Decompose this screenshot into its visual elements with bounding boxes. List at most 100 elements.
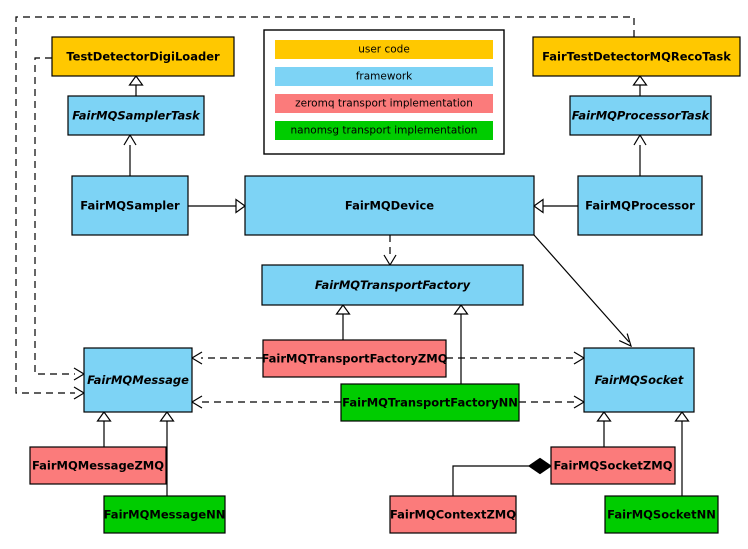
open-arrowhead [383,254,397,267]
edge-socketnn-socket [674,410,690,496]
edge-digiloader-samplertask [128,74,144,96]
node-label: FairMQSamplerTask [72,109,201,123]
open-arrowhead [73,367,86,381]
legend-item-framework: framework [275,67,493,86]
node-label: FairMQMessageNN [104,508,226,522]
node-FairTestDetectorMQRecoTask[interactable]: FairTestDetectorMQRecoTask [532,36,741,77]
node-label: FairMQSocketNN [607,508,716,522]
node-label: FairMQProcessor [585,199,695,213]
node-label: FairMQTransportFactory [315,278,471,292]
node-FairMQSamplerTask[interactable]: FairMQSamplerTask [67,95,205,136]
node-TestDetectorDigiLoader[interactable]: TestDetectorDigiLoader [51,36,235,77]
node-box[interactable] [262,339,447,378]
edge-messagezmq-message [96,410,112,447]
edge-socketzmq-contextzmq [452,457,553,496]
node-FairMQContextZMQ[interactable]: FairMQContextZMQ [389,495,517,534]
legend-item-nanomsg: nanomsg transport implementation [275,121,493,140]
node-box[interactable] [577,175,703,236]
legend-item-zeromq: zeromq transport implementation [275,94,493,113]
node-label: FairMQContextZMQ [390,508,516,522]
node-box[interactable] [532,36,741,77]
node-box[interactable] [67,95,205,136]
node-FairMQTransportFactoryZMQ[interactable]: FairMQTransportFactoryZMQ [261,339,448,378]
node-box[interactable] [29,446,167,485]
node-box[interactable] [340,383,520,422]
edge-sampler-samplertask [123,133,137,176]
node-box[interactable] [71,175,189,236]
legend-swatch [275,121,493,140]
legend-swatch [275,67,493,86]
node-box[interactable] [583,347,695,413]
node-label: FairMQDevice [345,199,434,213]
node-FairMQTransportFactory[interactable]: FairMQTransportFactory [261,264,524,306]
edge-tfnn-socket [519,395,586,409]
node-FairMQDevice[interactable]: FairMQDevice [244,175,535,236]
node-box[interactable] [261,264,524,306]
hollow-triangle-arrowhead [632,74,648,86]
node-label: FairMQSampler [80,199,180,213]
filled-diamond-arrowhead [527,457,553,475]
node-box[interactable] [103,495,226,534]
open-arrowhead [123,133,137,146]
edge-tfnn-message [190,395,341,409]
legend-swatch [275,40,493,59]
hollow-triangle-arrowhead [159,410,175,422]
open-arrowhead [573,351,586,365]
node-FairMQSocket[interactable]: FairMQSocket [583,347,695,413]
edge-line [533,234,630,343]
edge-tfzmq-transportfactory [335,303,351,340]
edge-device-socket [533,234,632,348]
edge-layer [15,16,690,496]
node-box[interactable] [550,446,676,485]
node-FairMQMessageZMQ[interactable]: FairMQMessageZMQ [29,446,167,485]
open-arrowhead [618,333,632,348]
node-label: FairMQProcessorTask [572,109,711,123]
node-FairMQMessageNN[interactable]: FairMQMessageNN [103,495,226,534]
legend: user code framework zeromq transport imple… [263,29,505,155]
edge-messagenn-message [159,410,175,496]
legend-label: nanomsg transport implementation [291,125,478,137]
legend-label: framework [356,71,413,83]
node-label: FairTestDetectorMQRecoTask [542,50,731,64]
hollow-triangle-arrowhead [453,303,469,315]
hollow-triangle-arrowhead [596,410,612,422]
node-FairMQProcessorTask[interactable]: FairMQProcessorTask [569,95,712,136]
node-FairMQSocketZMQ[interactable]: FairMQSocketZMQ [550,446,676,485]
open-arrowhead [190,351,203,365]
node-label: FairMQTransportFactoryZMQ [261,352,447,366]
node-FairMQProcessor[interactable]: FairMQProcessor [577,175,703,236]
hollow-triangle-arrowhead [532,198,544,214]
edge-line [15,16,635,394]
hollow-triangle-arrowhead [674,410,690,422]
edge-recotask-processortask [632,74,648,96]
hollow-triangle-arrowhead [235,198,247,214]
node-box[interactable] [569,95,712,136]
node-FairMQSocketNN[interactable]: FairMQSocketNN [604,495,719,534]
edge-tfzmq-socket [446,351,586,365]
node-label: TestDetectorDigiLoader [66,50,220,64]
hollow-triangle-arrowhead [335,303,351,315]
edge-processor-processortask [633,133,647,176]
edge-line [452,465,529,496]
node-box[interactable] [389,495,517,534]
node-FairMQTransportFactoryNN[interactable]: FairMQTransportFactoryNN [340,383,520,422]
legend-item-user_code: user code [275,40,493,59]
edge-tfnn-transportfactory [453,303,469,384]
edge-sampler-device [188,198,247,214]
legend-label: user code [358,44,410,56]
node-box[interactable] [244,175,535,236]
legend-swatch [275,94,493,113]
edge-socketzmq-socket [596,410,612,447]
node-box[interactable] [604,495,719,534]
node-box[interactable] [83,347,193,413]
node-box[interactable] [51,36,235,77]
legend-layer: user code framework zeromq transport imple… [263,29,505,155]
node-FairMQSampler[interactable]: FairMQSampler [71,175,189,236]
node-FairMQMessage[interactable]: FairMQMessage [83,347,193,413]
node-label: FairMQMessage [87,373,189,387]
node-layer: TestDetectorDigiLoader FairTestDetectorMQ… [29,36,741,534]
node-label: FairMQSocketZMQ [554,459,673,473]
node-label: FairMQSocket [595,373,684,387]
